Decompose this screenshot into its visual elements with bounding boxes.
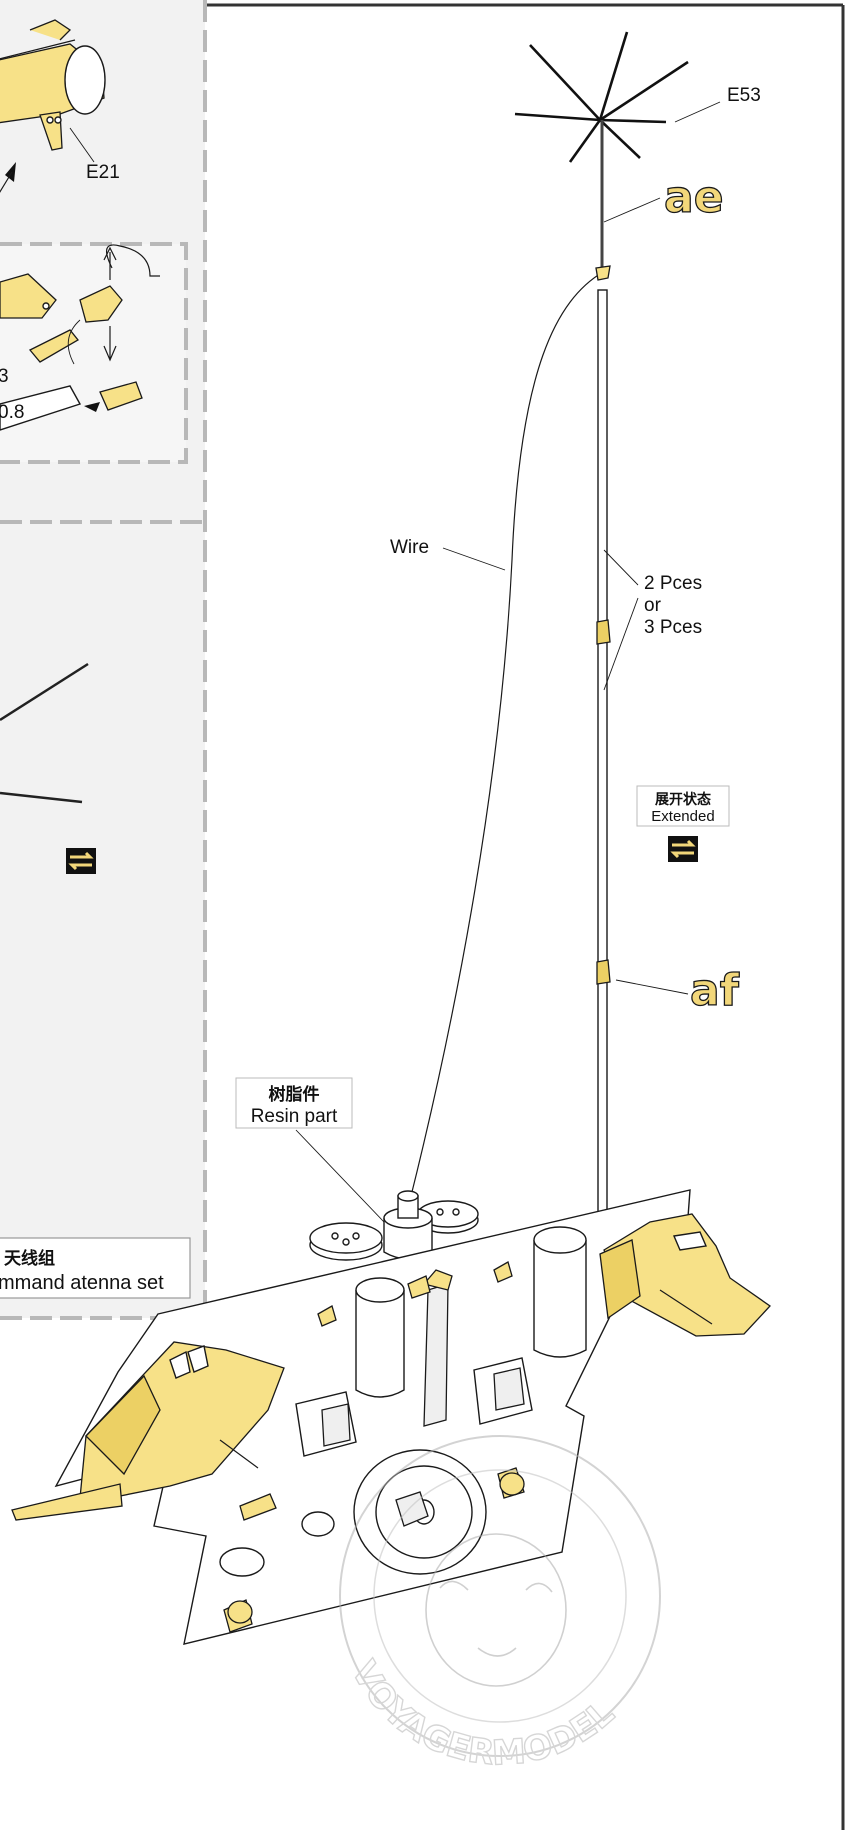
resin-cn: 树脂件 <box>269 1084 320 1105</box>
pieces-line3: 3 Pces <box>644 617 702 638</box>
mounting-plate <box>11 1189 771 1645</box>
rod-parts <box>0 662 96 874</box>
part-label-ae: ae <box>664 172 724 223</box>
star-antenna-top <box>514 31 689 163</box>
swap-arrows-icon <box>668 836 698 862</box>
extended-cn: 展开状态 <box>655 791 711 808</box>
part-label-af: af <box>690 965 740 1016</box>
caption-cn: 天线组 <box>4 1248 55 1269</box>
fragment-label-08: 0.8 <box>0 402 24 423</box>
extended-note: 展开状态 Extended <box>636 785 730 862</box>
tube-part: E21 <box>0 19 120 193</box>
fragment-label-3: 3 <box>0 366 9 387</box>
panel-caption: 天线组 mmand atenna set <box>0 1237 191 1299</box>
extended-en: Extended <box>651 808 714 825</box>
caption-en: mmand atenna set <box>0 1272 164 1294</box>
part-label-e21: E21 <box>86 162 120 183</box>
left-panel: E21 3 0.8 <box>0 0 207 1320</box>
label-wire: Wire <box>390 537 429 558</box>
resin-part-group: 树脂件 Resin part <box>235 1077 479 1261</box>
pieces-line2: or <box>644 595 662 616</box>
watermark-text: VOYAGERMODEL <box>343 1654 622 1773</box>
antenna-assembly: E53 ae Wire 2 Pces or 3 Pces 展开状态 Extend… <box>390 31 761 1276</box>
pieces-line1: 2 Pces <box>644 573 702 594</box>
part-label-e53: E53 <box>727 85 761 106</box>
resin-en: Resin part <box>251 1106 338 1127</box>
swap-arrows-icon <box>66 848 96 874</box>
clip-parts: 3 0.8 <box>0 244 160 431</box>
